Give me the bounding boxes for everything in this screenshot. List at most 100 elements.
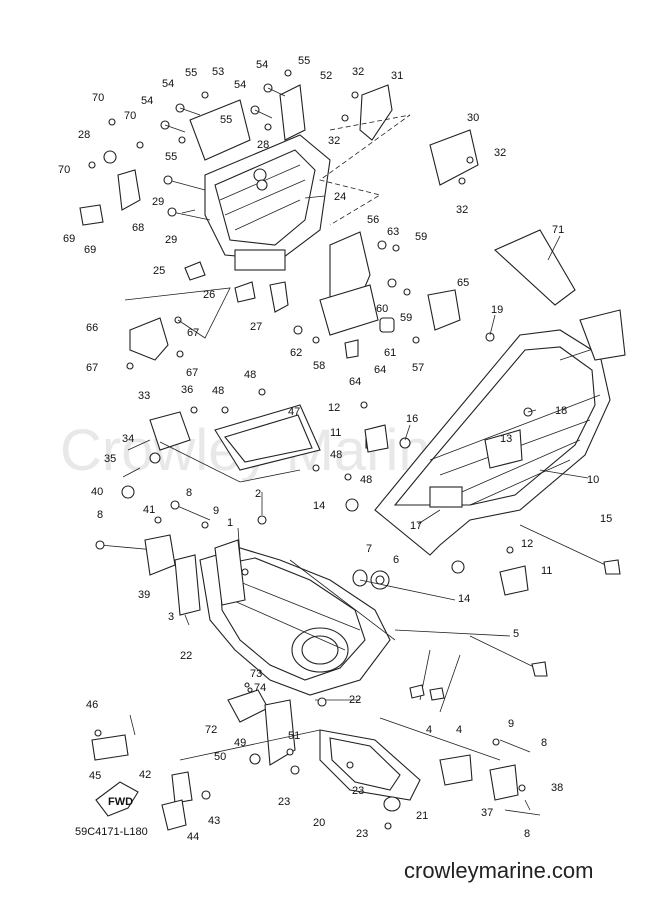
callout-67: 67 bbox=[187, 327, 199, 339]
callout-45: 45 bbox=[89, 770, 101, 782]
callout-55: 55 bbox=[185, 67, 197, 79]
callout-16: 16 bbox=[406, 413, 418, 425]
callout-48: 48 bbox=[244, 369, 256, 381]
callout-22: 22 bbox=[180, 650, 192, 662]
callout-32: 32 bbox=[352, 66, 364, 78]
callout-8: 8 bbox=[186, 487, 192, 499]
callout-11: 11 bbox=[541, 565, 552, 577]
callout-39: 39 bbox=[138, 589, 150, 601]
callout-7: 7 bbox=[366, 543, 372, 555]
callout-70: 70 bbox=[58, 164, 70, 176]
callout-24: 24 bbox=[334, 191, 346, 203]
callout-62: 62 bbox=[290, 347, 302, 359]
bracket-66 bbox=[124, 287, 231, 370]
tray-47 bbox=[149, 388, 352, 483]
rear-frame-10 bbox=[365, 229, 626, 556]
upper-bolts bbox=[160, 69, 292, 221]
callout-2: 2 bbox=[255, 488, 261, 500]
callout-40: 40 bbox=[91, 486, 103, 498]
callout-12: 12 bbox=[328, 402, 340, 414]
callout-54: 54 bbox=[162, 78, 174, 90]
forward-arrow-icon: FWD bbox=[95, 781, 139, 817]
callout-48: 48 bbox=[360, 474, 372, 486]
bottom-bracket-20 bbox=[290, 697, 421, 830]
callout-64: 64 bbox=[374, 364, 386, 376]
callout-67: 67 bbox=[86, 362, 98, 374]
callout-31: 31 bbox=[391, 70, 403, 82]
lower-left-brackets bbox=[91, 729, 321, 831]
callout-15: 15 bbox=[600, 513, 612, 525]
small-brackets-25-27 bbox=[184, 261, 289, 313]
callout-51: 51 bbox=[288, 730, 300, 742]
callout-25: 25 bbox=[153, 265, 165, 277]
callout-12: 12 bbox=[521, 538, 533, 550]
callout-57: 57 bbox=[412, 362, 424, 374]
callout-34: 34 bbox=[122, 433, 134, 445]
callout-67: 67 bbox=[186, 367, 198, 379]
left-bracket-68 bbox=[79, 118, 144, 226]
callout-42: 42 bbox=[139, 769, 151, 781]
callout-17: 17 bbox=[410, 520, 422, 532]
guard-72 bbox=[227, 682, 269, 723]
callout-23: 23 bbox=[278, 796, 290, 808]
callout-19: 19 bbox=[491, 304, 503, 316]
callout-35: 35 bbox=[104, 453, 116, 465]
callout-47: 47 bbox=[288, 406, 300, 418]
callout-49: 49 bbox=[234, 737, 246, 749]
callout-6: 6 bbox=[393, 554, 399, 566]
callout-29: 29 bbox=[165, 234, 177, 246]
callout-8: 8 bbox=[541, 737, 547, 749]
callout-28: 28 bbox=[257, 139, 269, 151]
callout-46: 46 bbox=[86, 699, 98, 711]
callout-11: 11 bbox=[330, 427, 341, 439]
callout-69: 69 bbox=[63, 233, 75, 245]
callout-60: 60 bbox=[376, 303, 388, 315]
callout-33: 33 bbox=[138, 390, 150, 402]
center-bracket-56 bbox=[293, 231, 420, 359]
bushings-6-7 bbox=[352, 569, 390, 590]
callout-14: 14 bbox=[313, 500, 325, 512]
callout-10: 10 bbox=[587, 474, 599, 486]
callout-72: 72 bbox=[205, 724, 217, 736]
leader-lines bbox=[122, 195, 589, 736]
callout-69: 69 bbox=[84, 244, 96, 256]
callout-1: 1 bbox=[227, 517, 233, 529]
callout-44: 44 bbox=[187, 831, 199, 843]
upper-bracket-assembly bbox=[103, 84, 331, 271]
callout-65: 65 bbox=[457, 277, 469, 289]
callout-48: 48 bbox=[330, 449, 342, 461]
callout-38: 38 bbox=[551, 782, 563, 794]
callout-27: 27 bbox=[250, 321, 262, 333]
callout-36: 36 bbox=[181, 384, 193, 396]
site-url-link[interactable]: crowleymarine.com bbox=[404, 858, 594, 883]
long-bolt-15 bbox=[519, 524, 621, 575]
callout-59: 59 bbox=[415, 231, 427, 243]
callout-29: 29 bbox=[152, 196, 164, 208]
callout-52: 52 bbox=[320, 70, 332, 82]
clamp-65 bbox=[427, 289, 461, 331]
callout-37: 37 bbox=[481, 807, 493, 819]
callout-3: 3 bbox=[168, 611, 174, 623]
fwd-label: FWD bbox=[108, 796, 133, 808]
upper-right-brackets bbox=[319, 84, 479, 226]
callout-8: 8 bbox=[97, 509, 103, 521]
callout-18: 18 bbox=[555, 405, 567, 417]
bracket-49 bbox=[249, 699, 296, 766]
callout-71: 71 bbox=[552, 224, 564, 236]
callout-23: 23 bbox=[356, 828, 368, 840]
callout-23: 23 bbox=[352, 785, 364, 797]
callout-74: 74 bbox=[254, 682, 266, 694]
callout-13: 13 bbox=[500, 433, 512, 445]
callout-5: 5 bbox=[513, 628, 519, 640]
callout-4: 4 bbox=[456, 724, 462, 736]
callout-30: 30 bbox=[467, 112, 479, 124]
callout-41: 41 bbox=[143, 504, 155, 516]
callout-54: 54 bbox=[256, 59, 268, 71]
lower-right-brackets bbox=[379, 717, 541, 816]
callout-32: 32 bbox=[456, 204, 468, 216]
callout-54: 54 bbox=[141, 95, 153, 107]
callout-32: 32 bbox=[328, 135, 340, 147]
callout-63: 63 bbox=[387, 226, 399, 238]
callout-20: 20 bbox=[313, 817, 325, 829]
